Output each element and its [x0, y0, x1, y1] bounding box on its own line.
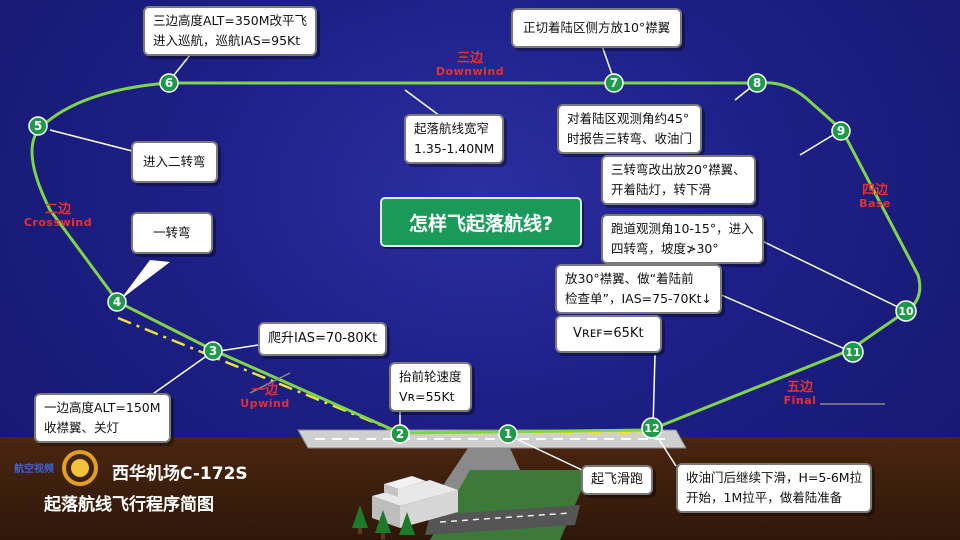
- callout-point-9: 三转弯改出放20°襟翼、 开着陆灯，转下滑: [601, 155, 756, 205]
- callout-point-10: 跑道观测角10-15°，进入 四转弯，坡度≯30°: [601, 214, 764, 264]
- svg-text:7: 7: [610, 76, 618, 90]
- svg-text:12: 12: [644, 422, 659, 435]
- svg-text:1: 1: [504, 427, 512, 441]
- marker-8: 8: [747, 73, 767, 93]
- callout-vref: Vʀᴇꜰ=65Kt: [555, 315, 662, 353]
- callout-point-3: 一边高度ALT=150M 收襟翼、关灯: [34, 393, 171, 443]
- trees: [352, 505, 415, 539]
- logo-sun-icon: [71, 459, 89, 477]
- callout-climb-speed: 爬升IAS=70-80Kt: [258, 322, 388, 356]
- marker-1: 1: [498, 424, 518, 444]
- svg-text:11: 11: [845, 346, 860, 359]
- callout-point-7: 正切着陆区侧方放10°襟翼: [511, 8, 683, 48]
- marker-7: 7: [604, 73, 624, 93]
- marker-2: 2: [390, 424, 410, 444]
- callout-pointers: [49, 39, 905, 471]
- taxi-road: [425, 505, 580, 535]
- marker-3: 3: [203, 341, 223, 361]
- climb-path: [117, 316, 650, 435]
- marker-4: 4: [107, 292, 127, 312]
- svg-text:2: 2: [396, 427, 404, 441]
- marker-11: 11: [842, 341, 864, 363]
- pattern-markers: 1 2 3 4 5 6 7 8 9 10 11 12: [28, 73, 917, 444]
- callout-point-5: 进入二转弯: [131, 141, 218, 183]
- marker-5: 5: [28, 116, 48, 136]
- logo-icon: [62, 450, 98, 486]
- terminal-building: [372, 476, 458, 528]
- callout-point-4: 一转弯: [131, 212, 213, 254]
- svg-text:10: 10: [898, 305, 914, 318]
- marker-9: 9: [831, 121, 851, 141]
- callout-pattern-width: 起落航线宽窄 1.35-1.40NM: [404, 114, 505, 164]
- footer-title-airport: 西华机场C-172S: [112, 464, 248, 484]
- callout-point-8: 对着陆区观测角约45° 时报告三转弯、收油门: [557, 104, 703, 154]
- callout-takeoff-roll: 起飞滑跑: [581, 465, 654, 495]
- svg-text:9: 9: [837, 124, 845, 138]
- footer-title-diagram: 起落航线飞行程序简图: [44, 495, 214, 515]
- marker-10: 10: [895, 300, 917, 322]
- callout-point-12: 收油门后继续下滑，H=5-6M拉 开始，1M拉平，做着陆准备: [676, 463, 873, 513]
- callout-point-6: 三边高度ALT=350M改平飞 进入巡航，巡航IAS=95Kt: [143, 6, 318, 56]
- logo-text: 航空视频: [14, 464, 54, 475]
- marker-12: 12: [641, 417, 663, 439]
- callout-point-11: 放30°襟翼、做“着陆前 检查单”，IAS=75-70Kt↓: [555, 264, 723, 314]
- svg-text:4: 4: [113, 295, 121, 309]
- leg-arrows: [249, 372, 885, 405]
- callout-rotate-speed: 抬前轮速度 Vʀ=55Kt: [389, 362, 472, 412]
- svg-text:8: 8: [753, 76, 761, 90]
- svg-text:5: 5: [34, 119, 42, 133]
- svg-text:6: 6: [165, 76, 173, 90]
- main-title: 怎样飞起落航线?: [380, 197, 582, 247]
- marker-6: 6: [159, 73, 179, 93]
- pattern-path: [30, 81, 922, 435]
- svg-text:3: 3: [209, 344, 217, 358]
